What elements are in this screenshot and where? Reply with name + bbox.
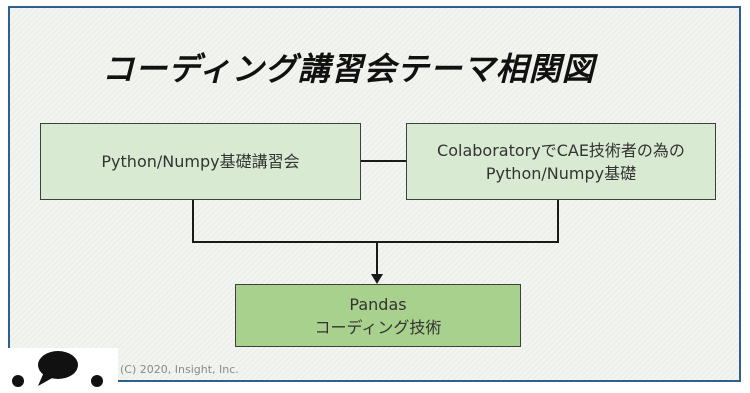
copyright-text: (C) 2020, Insight, Inc. [120,363,239,376]
chat-bubble-icon [0,348,118,389]
connector-lines [192,160,559,284]
arrow-head [371,274,383,284]
node-label-line-1: Pandas [349,294,407,314]
node-label-line-2: コーディング技術 [314,317,442,337]
diagram-slide: コーディング講習会テーマ相関図 Python/Numpy基礎講習会 Colabo… [8,6,741,382]
node-label-line-2: Python/Numpy基礎 [485,163,637,183]
connector-merge [192,200,559,243]
node-label: Python/Numpy基礎講習会 [101,152,300,171]
node-colaboratory-cae: ColaboratoryでCAE技術者の為の Python/Numpy基礎 [406,123,716,200]
page-title: コーディング講習会テーマ相関図 [102,50,595,88]
node-label-line-1: ColaboratoryでCAE技術者の為の [437,140,685,160]
node-pandas-coding: Pandas コーディング技術 [235,284,521,347]
node-python-numpy-course: Python/Numpy基礎講習会 [40,123,361,200]
